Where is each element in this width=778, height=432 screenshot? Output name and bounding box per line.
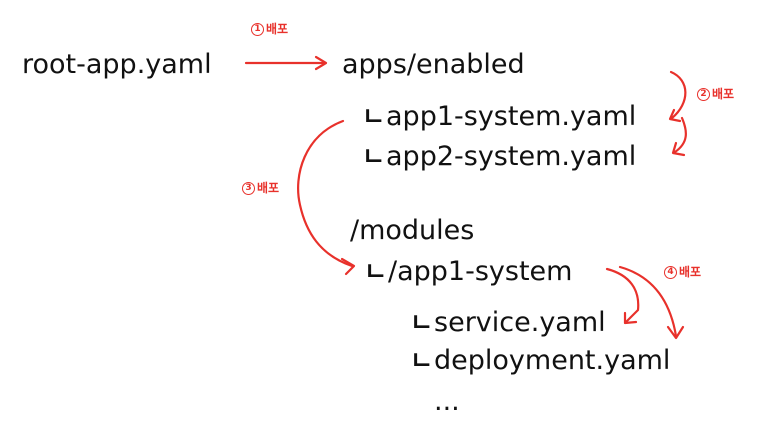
service-yaml-file: ㄴservice.yaml xyxy=(410,309,606,336)
arrow-step2-head xyxy=(668,108,682,123)
modules-folder: /modules xyxy=(350,217,474,244)
apps-enabled-folder: apps/enabled xyxy=(342,51,525,78)
service-yaml-label: service.yaml xyxy=(434,307,606,338)
arrow-step2 xyxy=(669,70,687,120)
root-app-label: root-app.yaml xyxy=(22,49,212,80)
step3-text: 배포 xyxy=(257,181,280,195)
tree-corner-icon: ㄴ xyxy=(410,308,434,337)
ellipsis: ... xyxy=(434,388,460,415)
step2-text: 배포 xyxy=(712,87,735,101)
step3-number: 3 xyxy=(242,182,255,195)
arrow-step4b xyxy=(618,265,678,338)
apps-enabled-label: apps/enabled xyxy=(342,49,525,80)
arrow-step3 xyxy=(297,119,354,268)
arrow-step3-head xyxy=(340,257,356,276)
arrow-step4 xyxy=(605,267,640,324)
deployment-yaml-label: deployment.yaml xyxy=(434,345,671,376)
step4-text: 배포 xyxy=(679,265,702,279)
arrow-step2b-head xyxy=(671,141,686,157)
app1-system-folder-label: /app1-system xyxy=(388,256,573,287)
modules-label: /modules xyxy=(350,215,475,246)
step1-text: 배포 xyxy=(266,22,289,36)
step2-number: 2 xyxy=(697,88,710,101)
tree-corner-icon: ㄴ xyxy=(364,257,388,286)
step1-number: 1 xyxy=(251,23,264,36)
arrow-step2b xyxy=(673,116,687,154)
app1-system-yaml-label: app1-system.yaml xyxy=(386,101,637,132)
app2-system-yaml-label: app2-system.yaml xyxy=(386,141,637,172)
arrow-step4b-head xyxy=(666,325,685,340)
app1-system-yaml-file: ㄴapp1-system.yaml xyxy=(362,103,636,130)
app2-system-yaml-file: ㄴapp2-system.yaml xyxy=(362,143,636,170)
tree-corner-icon: ㄴ xyxy=(410,346,434,375)
step4-number: 4 xyxy=(664,266,677,279)
arrow-step1-head xyxy=(314,55,328,71)
deployment-yaml-file: ㄴdeployment.yaml xyxy=(410,347,670,374)
root-app-file: root-app.yaml xyxy=(22,51,212,78)
tree-corner-icon: ㄴ xyxy=(362,102,386,131)
arrow-step4-head xyxy=(623,311,638,325)
app1-system-folder: ㄴ/app1-system xyxy=(364,258,572,285)
ellipsis-label: ... xyxy=(434,386,460,417)
tree-corner-icon: ㄴ xyxy=(362,142,386,171)
